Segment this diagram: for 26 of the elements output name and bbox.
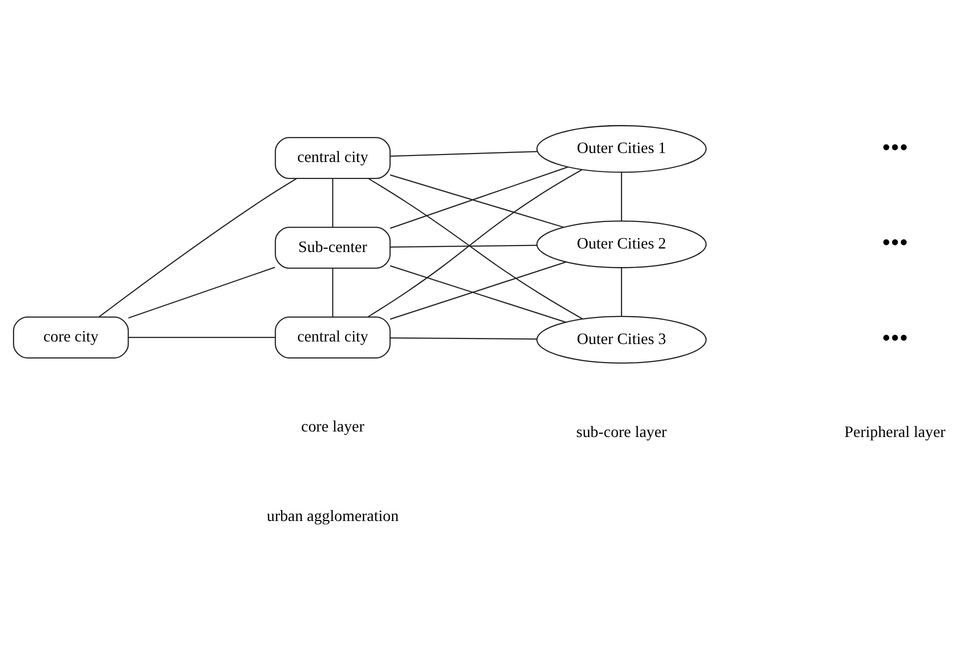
node-box: central city bbox=[274, 316, 390, 358]
connector bbox=[332, 268, 333, 317]
node-ellipse: Outer Cities 3 bbox=[536, 316, 706, 364]
connector bbox=[128, 336, 274, 338]
connector bbox=[389, 166, 568, 229]
connector bbox=[389, 174, 564, 228]
label: ••• bbox=[881, 325, 908, 352]
label: core layer bbox=[300, 418, 364, 436]
node-box: core city bbox=[12, 316, 128, 358]
label: urban agglomeration bbox=[266, 508, 398, 526]
connector bbox=[98, 178, 296, 318]
label: Peripheral layer bbox=[844, 424, 945, 442]
connector bbox=[390, 337, 537, 340]
connector bbox=[332, 178, 333, 228]
label: ••• bbox=[881, 230, 908, 257]
node-box: central city bbox=[274, 137, 390, 180]
node-ellipse: Outer Cities 2 bbox=[536, 220, 706, 268]
connector bbox=[620, 268, 622, 316]
label: ••• bbox=[881, 134, 908, 162]
node-ellipse: Outer Cities 1 bbox=[536, 125, 706, 173]
connector bbox=[390, 244, 537, 248]
connector bbox=[620, 172, 622, 221]
connector bbox=[390, 150, 538, 157]
connector bbox=[128, 266, 275, 319]
label: sub-core layer bbox=[576, 424, 666, 442]
node-box: Sub-center bbox=[274, 226, 390, 269]
